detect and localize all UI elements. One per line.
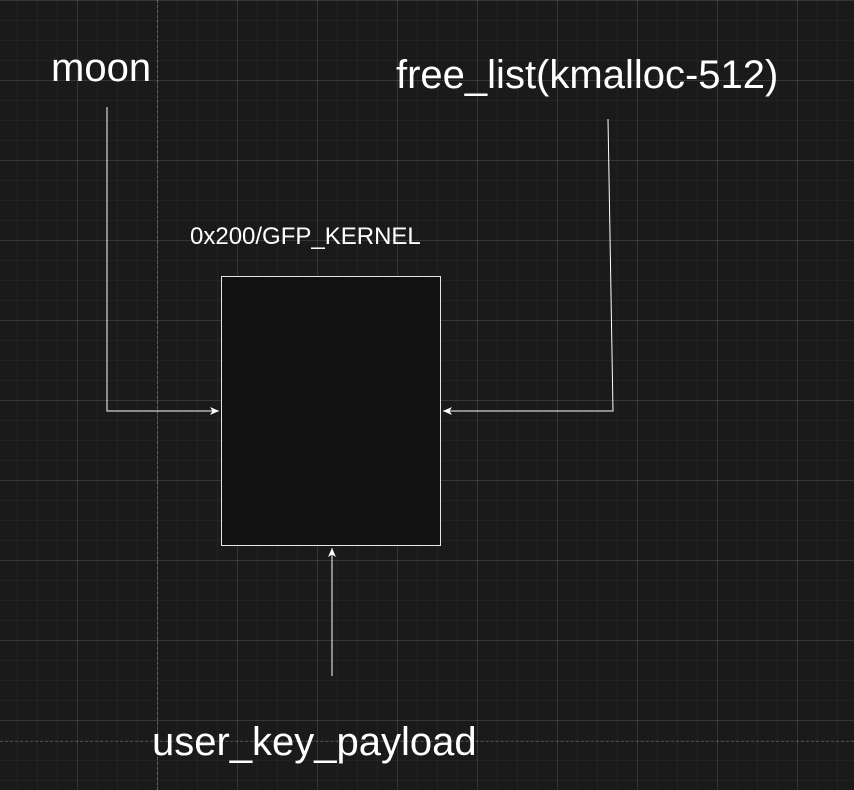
- free-list-arrow: [443, 118, 614, 415]
- vertical-guide-line: [157, 0, 158, 790]
- user-key-payload-label: user_key_payload: [152, 720, 477, 764]
- moon-label: moon: [51, 46, 152, 90]
- moon-arrow: [106, 107, 219, 415]
- free-list-label: free_list(kmalloc-512): [396, 53, 779, 97]
- allocation-size-label: 0x200/GFP_KERNEL: [190, 223, 421, 250]
- memory-block: [221, 276, 441, 546]
- horizontal-guide-line: [0, 741, 854, 742]
